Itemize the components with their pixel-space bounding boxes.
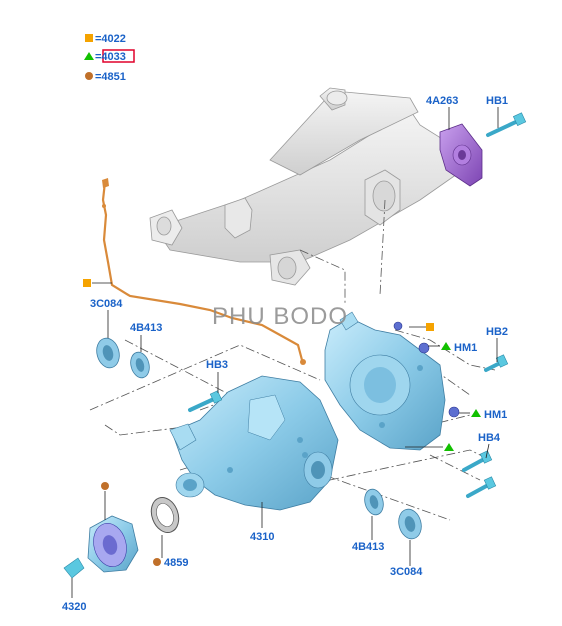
legend-square-text: =4022: [95, 33, 126, 45]
highlight-box: [102, 49, 135, 63]
triangle-icon: [441, 342, 451, 350]
seal-4b413-left: [130, 351, 150, 379]
mount-bracket-4a263: [439, 123, 483, 187]
label-4320: 4320: [62, 601, 86, 613]
bolt-hb2: [484, 354, 509, 372]
label-hb3: HB3: [206, 359, 228, 371]
label-hm1-upper: HM1: [454, 342, 477, 354]
bolt-hb3: [188, 390, 223, 412]
triangle-icon: [84, 52, 94, 60]
callout-markers: [83, 279, 481, 566]
label-3c084-right: 3C084: [390, 566, 423, 578]
rear-subframe: [149, 87, 471, 286]
triangle-icon: [471, 409, 481, 417]
watermark: PHU BODO: [212, 303, 348, 330]
part-labels: 4A263 HB1 3C084 4B413 HB3 HM1 HB2 HM1 HB…: [62, 95, 508, 613]
label-hm1-lower: HM1: [484, 409, 507, 421]
legend-circle-text: =4851: [95, 71, 126, 83]
pinion-flange-4320: [63, 515, 139, 579]
square-icon: [426, 323, 434, 331]
label-hb2: HB2: [486, 326, 508, 338]
label-4b413-left: 4B413: [130, 322, 162, 334]
bushing-upper: [393, 321, 460, 418]
leader-lines: [71, 107, 499, 598]
square-icon: [83, 279, 91, 287]
circle-icon: [85, 72, 93, 80]
legend-triangle-text: =4033: [95, 51, 126, 63]
gasket-4859: [150, 497, 180, 533]
label-hb1: HB1: [486, 95, 508, 107]
square-icon: [85, 34, 93, 42]
circle-icon: [153, 558, 161, 566]
label-4a263: 4A263: [426, 95, 458, 107]
bolts-hb4: [462, 450, 497, 498]
label-hb4: HB4: [478, 432, 501, 444]
label-4859: 4859: [164, 557, 188, 569]
differential-cover: [324, 311, 446, 451]
circle-icon: [101, 482, 109, 490]
legend: =4022 =4033 =4851: [84, 33, 135, 83]
label-4b413-right: 4B413: [352, 541, 384, 553]
breather-hose: [101, 178, 306, 365]
seal-3c084-left: [96, 337, 120, 369]
label-3c084-left: 3C084: [90, 298, 123, 310]
bolt-hb1: [486, 112, 527, 137]
label-4310: 4310: [250, 531, 274, 543]
triangle-icon: [444, 443, 454, 451]
differential-housing-4310: [169, 375, 339, 511]
seal-4b413-right: [364, 488, 384, 516]
seal-3c084-right: [398, 508, 422, 540]
